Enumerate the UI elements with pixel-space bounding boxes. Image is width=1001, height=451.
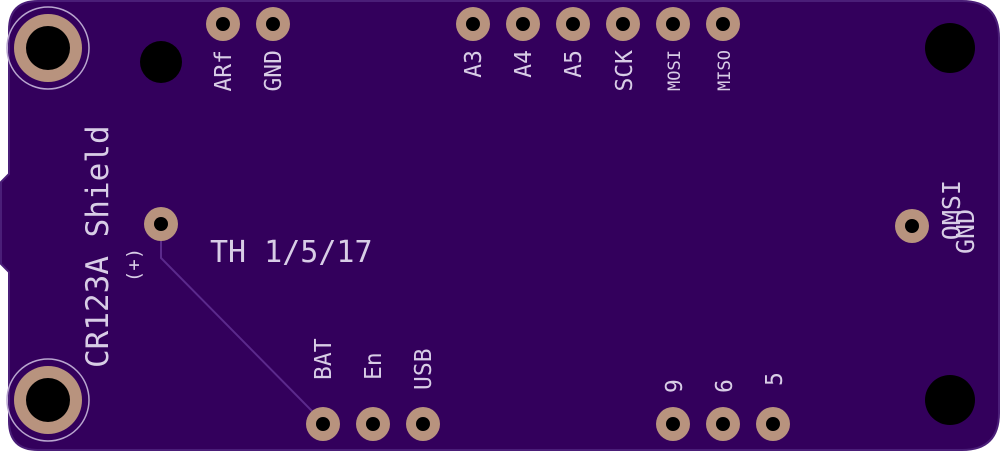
pads-top	[206, 7, 740, 41]
label-bat: BAT	[311, 338, 337, 380]
board-title: CR123A Shield	[80, 125, 116, 368]
label-6: 6	[712, 379, 738, 393]
pads-bottom	[306, 407, 790, 441]
label-gnd-top: GND	[261, 50, 287, 92]
label-arf: ARf	[211, 50, 237, 92]
mounting-hole-top-left	[6, 6, 90, 90]
npth-hole-top-left	[140, 41, 182, 83]
polarity-mark: (+)	[123, 248, 145, 282]
npth-hole-bottom-right	[925, 375, 975, 425]
label-mosi: MOSI	[665, 50, 685, 91]
label-miso: MISO	[715, 50, 735, 91]
label-gnd-right: GND	[951, 209, 980, 254]
label-a4: A4	[511, 50, 537, 78]
label-a5: A5	[561, 50, 587, 78]
label-omsi: OMSI	[937, 180, 966, 240]
label-5: 5	[762, 372, 788, 386]
npth-hole-top-right	[925, 23, 975, 73]
revision-date: TH 1/5/17	[210, 235, 373, 270]
label-usb: USB	[411, 348, 437, 390]
label-sck: SCK	[612, 50, 638, 92]
mounting-hole-bottom-left	[6, 358, 90, 442]
label-9: 9	[662, 379, 688, 393]
label-a3: A3	[461, 50, 487, 78]
label-en: En	[361, 352, 387, 380]
